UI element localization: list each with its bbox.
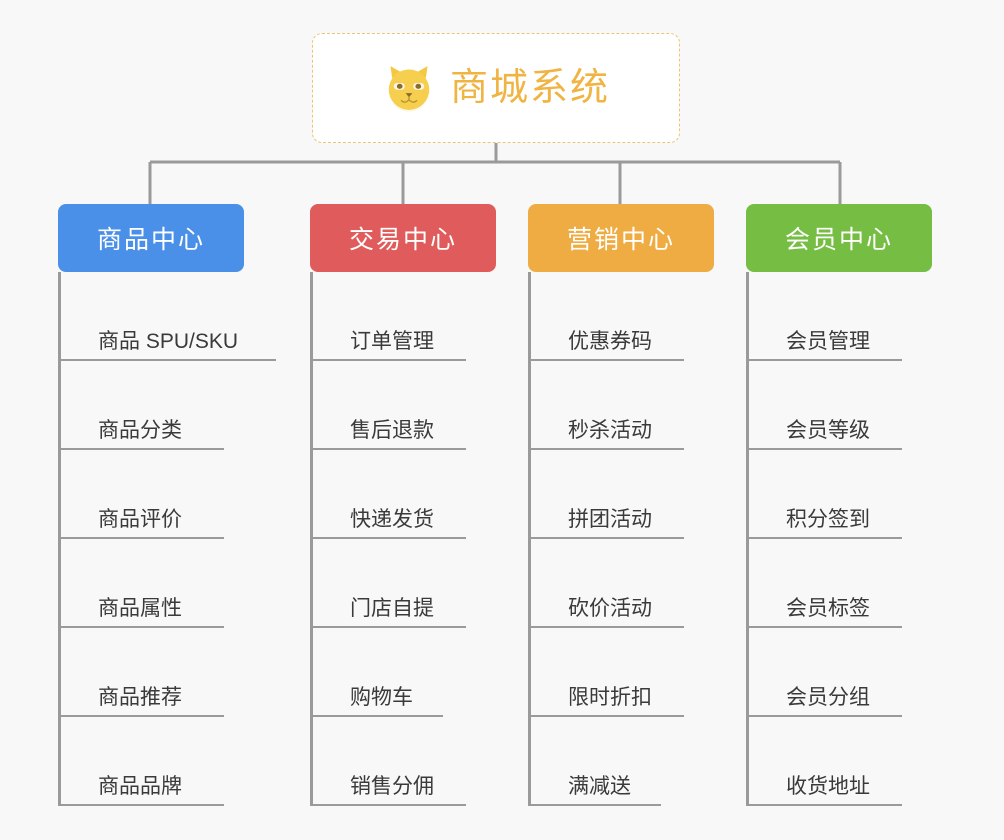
shiba-inu-dog-face-icon (388, 66, 430, 112)
branch-column-4: 会员中心 会员管理 会员等级 积分签到 会员标签 会员分组 (746, 204, 932, 806)
list-item[interactable]: 满减送 (528, 717, 714, 806)
list-item[interactable]: 会员等级 (746, 361, 932, 450)
branch-trunk-1 (58, 272, 61, 806)
list-item-label: 售后退款 (350, 419, 434, 442)
list-item-label: 会员分组 (786, 686, 870, 709)
list-item-label: 购物车 (350, 686, 413, 709)
list-item[interactable]: 商品品牌 (58, 717, 244, 806)
list-item-label: 销售分佣 (350, 775, 434, 798)
leaf-underline (58, 448, 224, 450)
list-item-label: 会员等级 (786, 419, 870, 442)
list-item-label: 快递发货 (350, 508, 434, 531)
leaf-underline (310, 626, 466, 628)
list-item[interactable]: 拼团活动 (528, 450, 714, 539)
list-item-label: 满减送 (568, 775, 631, 798)
leaf-underline (746, 537, 902, 539)
list-item[interactable]: 商品分类 (58, 361, 244, 450)
list-item-label: 收货地址 (786, 775, 870, 798)
leaf-underline (746, 626, 902, 628)
leaf-underline (746, 804, 902, 806)
branch-trunk-2 (310, 272, 313, 806)
list-item-label: 订单管理 (350, 330, 434, 353)
leaf-underline (310, 715, 443, 717)
list-item[interactable]: 销售分佣 (310, 717, 496, 806)
branch-header-4[interactable]: 会员中心 (746, 204, 932, 272)
list-item-label: 限时折扣 (568, 686, 652, 709)
branch-items-3: 优惠券码 秒杀活动 拼团活动 砍价活动 限时折扣 满减送 (528, 272, 714, 806)
leaf-underline (58, 804, 224, 806)
list-item-label: 商品评价 (98, 508, 182, 531)
list-item[interactable]: 会员标签 (746, 539, 932, 628)
branch-column-1: 商品中心 商品 SPU/SKU 商品分类 商品评价 商品属性 商品推荐 (58, 204, 276, 806)
leaf-underline (746, 715, 902, 717)
list-item[interactable]: 购物车 (310, 628, 496, 717)
list-item[interactable]: 积分签到 (746, 450, 932, 539)
branch-header-2[interactable]: 交易中心 (310, 204, 496, 272)
root-node[interactable]: 商城系统 (312, 33, 680, 143)
leaf-underline (58, 359, 276, 361)
branch-header-1[interactable]: 商品中心 (58, 204, 244, 272)
list-item[interactable]: 优惠券码 (528, 272, 714, 361)
branch-header-3[interactable]: 营销中心 (528, 204, 714, 272)
leaf-underline (310, 804, 466, 806)
leaf-underline (58, 537, 224, 539)
list-item-label: 商品属性 (98, 597, 182, 620)
list-item[interactable]: 收货地址 (746, 717, 932, 806)
leaf-underline (528, 537, 684, 539)
list-item-label: 会员标签 (786, 597, 870, 620)
list-item-label: 门店自提 (350, 597, 434, 620)
leaf-underline (528, 804, 661, 806)
list-item-label: 商品 SPU/SKU (98, 330, 239, 353)
leaf-underline (310, 359, 466, 361)
branch-column-3: 营销中心 优惠券码 秒杀活动 拼团活动 砍价活动 限时折扣 (528, 204, 714, 806)
list-item[interactable]: 会员管理 (746, 272, 932, 361)
list-item[interactable]: 限时折扣 (528, 628, 714, 717)
list-item[interactable]: 砍价活动 (528, 539, 714, 628)
leaf-underline (58, 626, 224, 628)
list-item[interactable]: 秒杀活动 (528, 361, 714, 450)
leaf-underline (528, 626, 684, 628)
list-item-label: 商品推荐 (98, 686, 182, 709)
branch-trunk-3 (528, 272, 531, 806)
list-item-label: 商品分类 (98, 419, 182, 442)
leaf-underline (528, 359, 684, 361)
leaf-underline (528, 715, 684, 717)
list-item-label: 砍价活动 (568, 597, 652, 620)
list-item-label: 优惠券码 (568, 330, 652, 353)
list-item[interactable]: 订单管理 (310, 272, 496, 361)
list-item[interactable]: 商品 SPU/SKU (58, 272, 276, 361)
branch-items-2: 订单管理 售后退款 快递发货 门店自提 购物车 销售分佣 (310, 272, 496, 806)
branch-items-4: 会员管理 会员等级 积分签到 会员标签 会员分组 收货地址 (746, 272, 932, 806)
list-item[interactable]: 会员分组 (746, 628, 932, 717)
list-item[interactable]: 商品属性 (58, 539, 244, 628)
list-item-label: 会员管理 (786, 330, 870, 353)
leaf-underline (746, 448, 902, 450)
list-item-label: 秒杀活动 (568, 419, 652, 442)
list-item[interactable]: 快递发货 (310, 450, 496, 539)
leaf-underline (528, 448, 684, 450)
list-item[interactable]: 商品评价 (58, 450, 244, 539)
list-item[interactable]: 门店自提 (310, 539, 496, 628)
list-item-label: 拼团活动 (568, 508, 652, 531)
page-title: 商城系统 (449, 67, 610, 109)
branch-items-1: 商品 SPU/SKU 商品分类 商品评价 商品属性 商品推荐 商品品牌 (58, 272, 276, 806)
leaf-underline (746, 359, 902, 361)
list-item[interactable]: 售后退款 (310, 361, 496, 450)
branch-trunk-4 (746, 272, 749, 806)
branch-column-2: 交易中心 订单管理 售后退款 快递发货 门店自提 购物车 (310, 204, 496, 806)
leaf-underline (310, 448, 466, 450)
leaf-underline (58, 715, 224, 717)
leaf-underline (310, 537, 466, 539)
list-item-label: 积分签到 (786, 508, 870, 531)
list-item[interactable]: 商品推荐 (58, 628, 244, 717)
list-item-label: 商品品牌 (98, 775, 182, 798)
